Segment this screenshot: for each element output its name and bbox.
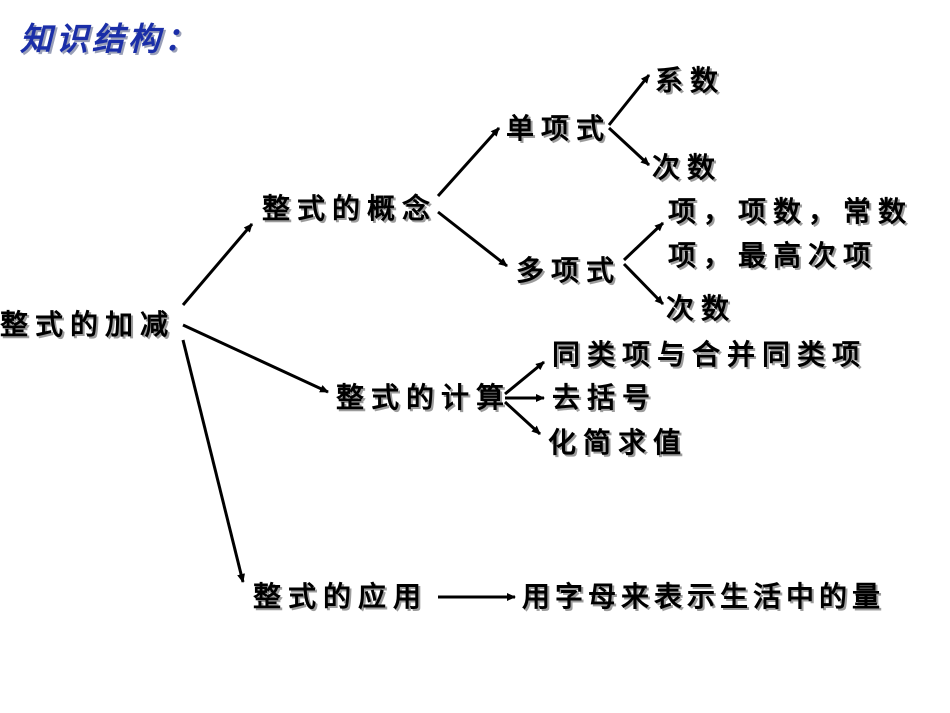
node-calculation: 整式的计算 (336, 381, 512, 414)
node-polynomial: 多项式 (516, 254, 622, 287)
node-brackets: 去括号 (552, 381, 658, 414)
node-like-terms: 同类项与合并同类项 (552, 338, 868, 371)
arrow-root-to-concept (181, 223, 254, 306)
arrow-monomial-to-coefficient (607, 74, 651, 126)
arrow-monomial-to-degree (607, 126, 651, 167)
node-simplify: 化简求值 (548, 426, 689, 459)
arrow-concept-to-monomial (436, 126, 501, 198)
arrow-calculation-to-like-terms (504, 360, 545, 396)
node-application-result: 用字母来表示生活中的量 (522, 580, 886, 613)
arrow-concept-to-polynomial (437, 210, 508, 268)
arrow-root-to-application (181, 339, 245, 583)
node-concept: 整式的概念 (262, 192, 438, 225)
node-root: 整式的加减 (0, 308, 176, 341)
node-poly-terms-line1: 项，项数，常数 (668, 195, 914, 228)
arrow-calculation-to-simplify (503, 400, 542, 436)
node-application: 整式的应用 (253, 580, 429, 613)
node-mono-coefficient: 系数 (655, 64, 726, 97)
node-poly-terms-line2: 项，最高次项 (668, 239, 879, 272)
page-title: 知识结构： (20, 20, 201, 58)
node-poly-degree: 次数 (666, 292, 737, 325)
arrow-polynomial-to-terms (622, 221, 665, 262)
node-mono-degree: 次数 (652, 151, 723, 184)
arrow-root-to-calculation (182, 323, 329, 394)
arrow-polynomial-to-degree (622, 262, 665, 306)
node-monomial: 单项式 (506, 112, 612, 145)
